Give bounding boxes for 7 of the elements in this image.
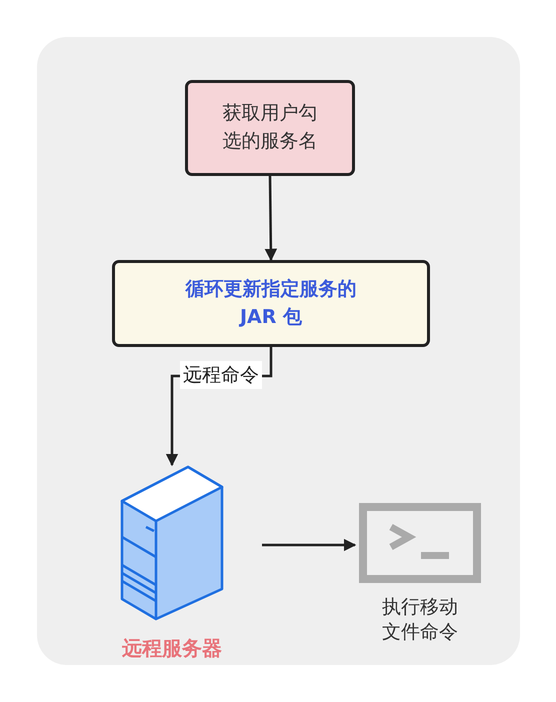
arrow bbox=[264, 176, 278, 262]
arrow bbox=[262, 538, 356, 552]
server-label: 远程服务器 bbox=[122, 635, 222, 662]
process-box: 获取用户勾选的服务名 bbox=[185, 80, 355, 176]
terminal-label: 执行移动文件命令 bbox=[381, 595, 459, 644]
edge-label: 远程命令 bbox=[180, 361, 262, 389]
process-box: 循环更新指定服务的 JAR 包 bbox=[112, 260, 430, 347]
